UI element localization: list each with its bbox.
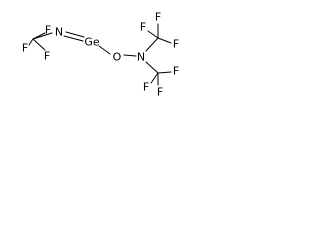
- bond-cl-f-left: [150, 72, 159, 84]
- bond-c1-n-imine: [32, 32, 53, 40]
- atom-o: O: [113, 51, 122, 64]
- atom-f-right-top-a: F: [155, 11, 161, 24]
- atom-f-left-lower-a: F: [22, 42, 28, 55]
- bond-cl-f-right: [157, 71, 172, 74]
- bond-c1-f-left: [28, 38, 34, 46]
- atom-n-amine: N: [137, 51, 145, 64]
- atom-f-right-top-b: F: [140, 21, 146, 34]
- atom-f-left-lower-b: F: [44, 50, 50, 63]
- atom-f-right-bottom-b: F: [143, 81, 149, 94]
- bond-n-ge-double-a: [65, 31, 85, 38]
- bond-n-c-upper: [145, 37, 159, 52]
- bond-cu-f-left: [147, 30, 159, 39]
- atom-f-right-bottom-c: F: [157, 86, 163, 99]
- atom-f-left-upper: F: [45, 24, 51, 37]
- structural-formula: F F F N Ge O N F F F F F F: [22, 11, 179, 99]
- atom-f-right-bottom-a: F: [173, 65, 179, 78]
- bond-c1-f-lower: [32, 38, 46, 51]
- atom-f-right-top-c: F: [173, 38, 179, 51]
- bond-o-n: [123, 54, 137, 57]
- atom-n-imine: N: [55, 26, 63, 39]
- bond-cu-f-right: [157, 37, 172, 44]
- bond-ge-o: [98, 45, 111, 55]
- bond-n-ge-double-b: [63, 35, 84, 42]
- bond-n-c-lower: [145, 61, 159, 74]
- atom-ge: Ge: [84, 36, 100, 49]
